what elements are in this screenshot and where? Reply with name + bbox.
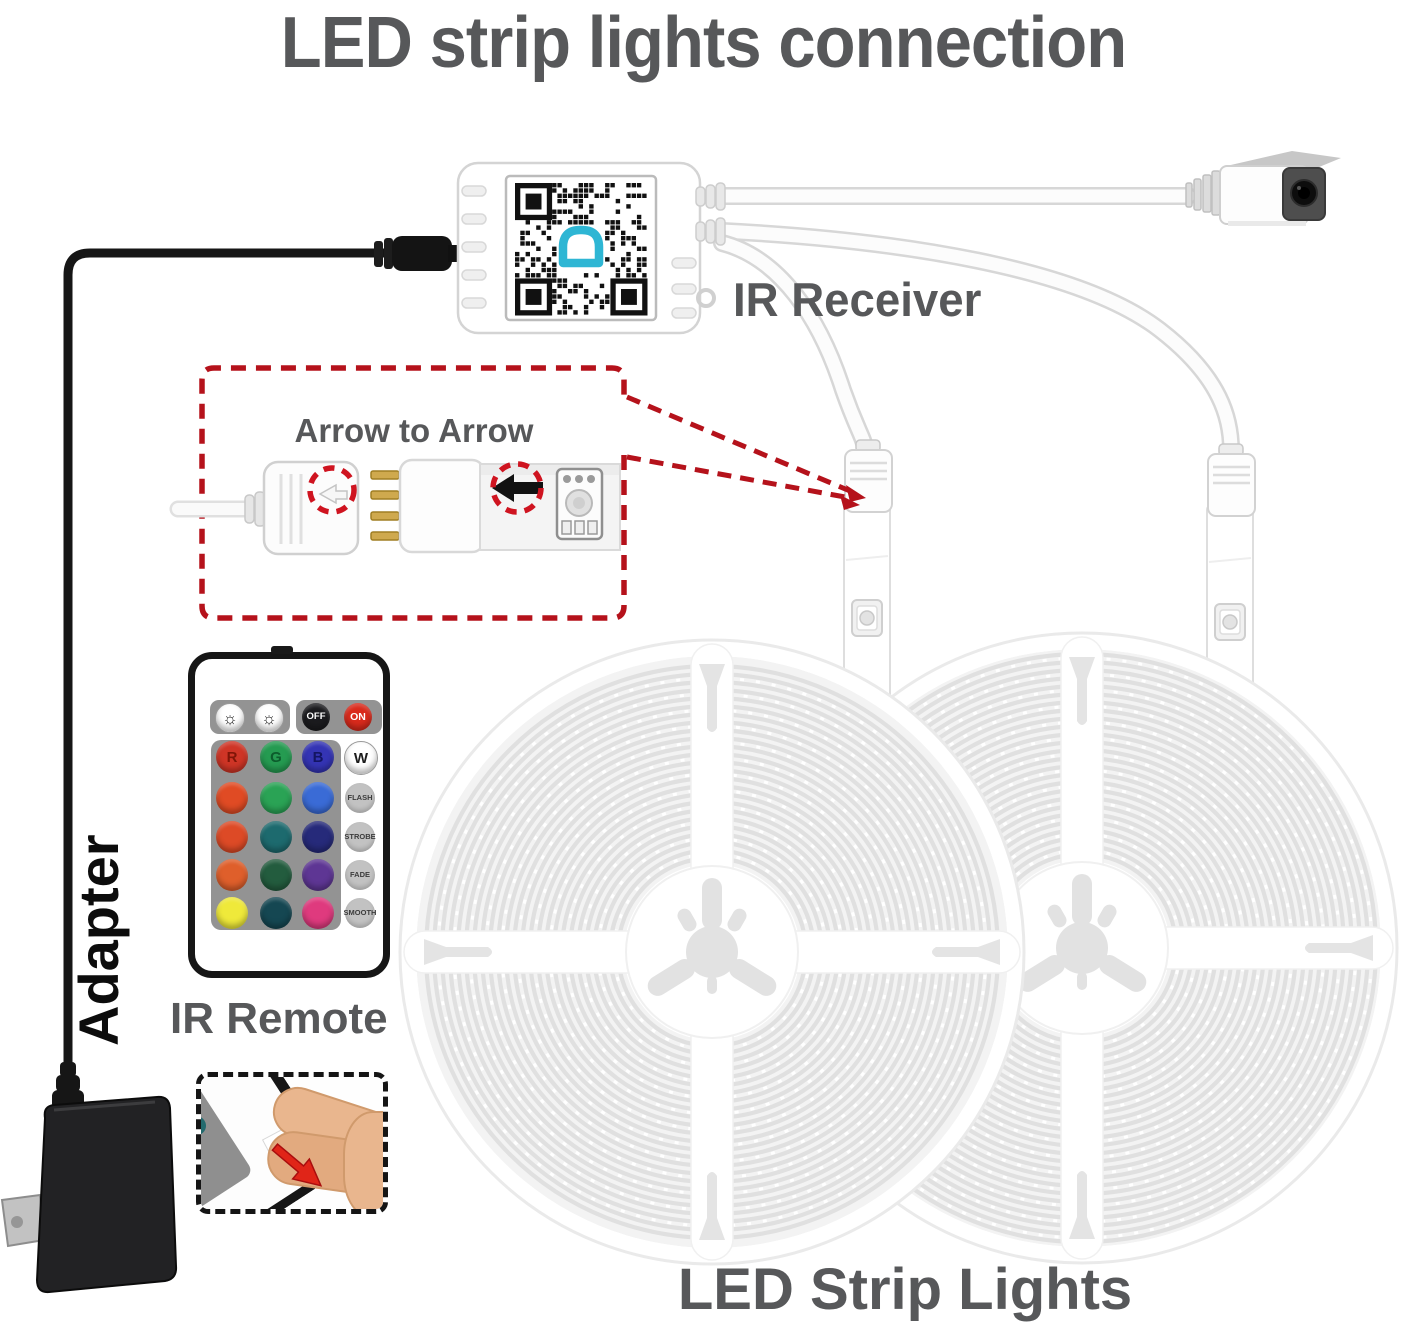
smooth-button: SMOOTH (344, 898, 376, 928)
white-button: W (344, 741, 378, 775)
reel-hub (647, 878, 777, 996)
connector-arrow-icon (318, 483, 348, 505)
ir-receiver-head (1185, 151, 1341, 226)
controller-hang-tab (696, 288, 716, 308)
dc-plug (392, 236, 452, 271)
power-panel: OFF ON (296, 700, 382, 734)
color-button (260, 782, 292, 814)
app-logo-icon (558, 225, 604, 268)
hand (343, 1111, 383, 1209)
power-adapter (0, 1062, 178, 1294)
pull-direction-arrow (271, 1143, 323, 1187)
color-button (216, 821, 248, 853)
leader-line (626, 394, 851, 494)
color-button (302, 897, 334, 929)
ir-remote-label: IR Remote (170, 994, 388, 1043)
page-title: LED strip lights connection (280, 3, 1127, 83)
brightness-up-button: ☼ (215, 703, 245, 733)
on-button: ON (344, 703, 372, 731)
strip-tail-right (1206, 504, 1254, 701)
flash-button: FLASH (345, 783, 375, 813)
fade-button: FADE (345, 860, 375, 890)
brightness-panel: ☼☼ (210, 700, 290, 734)
power-wire (63, 236, 464, 1064)
battery-tab-inset (196, 1072, 388, 1214)
adapter-prong (0, 1193, 46, 1248)
color-button: R (216, 741, 248, 773)
strobe-button: STROBE (344, 822, 376, 852)
led-chip (555, 467, 604, 541)
brightness-down-button: ☼ (254, 703, 284, 733)
strip-arrow-icon (492, 474, 543, 502)
color-button (260, 897, 292, 929)
off-button: OFF (302, 703, 330, 731)
controller-cables (713, 187, 1240, 459)
color-button (302, 782, 334, 814)
arrow-marker-circle (490, 461, 544, 515)
led-strip-lights-label: LED Strip Lights (677, 1257, 1133, 1322)
ir-receiver-label: IR Receiver (733, 273, 982, 326)
led-strip-reel-left (398, 638, 1026, 1266)
cable-strain-reliefs (695, 182, 726, 246)
color-button (216, 782, 248, 814)
reel-hub (1017, 874, 1147, 992)
color-button: B (302, 741, 334, 773)
connector-pins (370, 470, 400, 541)
dashed-box (199, 365, 627, 621)
arrow-to-arrow-callout (169, 365, 866, 621)
adapter-body (35, 1095, 178, 1294)
arrow-to-arrow-label: Arrow to Arrow (294, 412, 534, 449)
color-button (302, 821, 334, 853)
color-button (216, 897, 248, 929)
strip-tail-left (843, 499, 891, 706)
adapter-label: Adapter (67, 834, 130, 1046)
inset-color-dot (196, 1169, 201, 1195)
arrow-marker-circle (307, 465, 357, 515)
leader-line (626, 454, 846, 500)
color-button (216, 859, 248, 891)
color-button (302, 859, 334, 891)
controller-ribs (461, 185, 697, 319)
ir-emitter-icon (271, 646, 293, 654)
qr-code (515, 183, 648, 316)
strip-connector-right (1207, 443, 1256, 517)
wifi-controller (456, 161, 726, 335)
color-button: G (260, 741, 292, 773)
color-button (260, 859, 292, 891)
color-button (260, 821, 292, 853)
